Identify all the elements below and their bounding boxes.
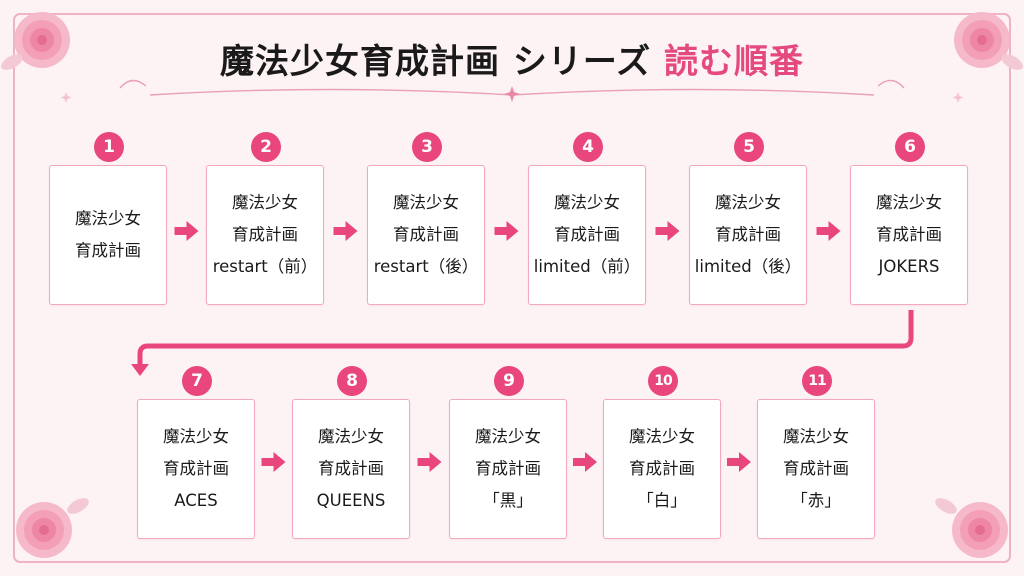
book-card: 魔法少女育成計画「白」 (603, 399, 721, 539)
book-title-line: QUEENS (316, 491, 386, 510)
arrow-icon (816, 221, 841, 241)
step-3: 3 魔法少女育成計画 restart（後） (367, 132, 487, 305)
book-title-line: 魔法少女 (393, 193, 459, 212)
arrow-icon (333, 221, 358, 241)
arrow-icon (174, 221, 199, 241)
arrow-icon (494, 221, 519, 241)
book-title-line: 育成計画 (715, 225, 781, 244)
book-card: 魔法少女育成計画「赤」 (757, 399, 875, 539)
arrow-icon (573, 452, 597, 472)
book-title-line: 育成計画 (629, 459, 695, 478)
title-main: 魔法少女育成計画 シリーズ (220, 42, 652, 82)
book-title-line: 育成計画 (318, 459, 384, 478)
book-title-line: 魔法少女 (715, 193, 781, 212)
arrow-icon (727, 452, 751, 472)
book-card: 魔法少女育成計画 (49, 165, 167, 305)
book-title-line: ACES (174, 491, 218, 510)
book-title-line: 育成計画 (393, 225, 459, 244)
step-number-badge: 7 (182, 366, 212, 396)
step-number-badge: 4 (573, 132, 603, 162)
rose-icon (1, 12, 70, 70)
book-title-line: 「白」 (637, 491, 687, 510)
step-8: 8 魔法少女育成計画 QUEENS (292, 366, 412, 539)
step-number-badge: 6 (895, 132, 925, 162)
book-title-line: 魔法少女 (163, 427, 229, 446)
step-4: 4 魔法少女育成計画 limited（前） (528, 132, 648, 305)
step-number-badge: 9 (494, 366, 524, 396)
book-card: 魔法少女育成計画 restart（後） (367, 165, 485, 305)
arrow-icon (655, 221, 680, 241)
book-title-line: 育成計画 (475, 459, 541, 478)
book-card: 魔法少女育成計画「黒」 (449, 399, 567, 539)
arrow-icon (261, 452, 286, 472)
arrow-icon (174, 221, 841, 472)
step-number-badge: 1 (94, 132, 124, 162)
step-7: 7 魔法少女育成計画 ACES (137, 366, 257, 539)
step-number-badge: 11 (802, 366, 832, 396)
book-card: 魔法少女育成計画 ACES (137, 399, 255, 539)
book-card: 魔法少女育成計画 limited（前） (528, 165, 646, 305)
connector-arrow (137, 310, 914, 366)
book-title-line: restart（後） (373, 257, 479, 276)
book-card: 魔法少女育成計画 restart（前） (206, 165, 324, 305)
rose-icon (16, 498, 89, 558)
book-title-line: 魔法少女 (629, 427, 695, 446)
book-title-line: 魔法少女 (75, 209, 141, 228)
step-number-badge: 10 (648, 366, 678, 396)
step-number-badge: 3 (412, 132, 442, 162)
book-title-line: 育成計画 (876, 225, 942, 244)
book-card: 魔法少女育成計画 QUEENS (292, 399, 410, 539)
book-title-line: restart（前） (212, 257, 318, 276)
book-title-line: JOKERS (878, 257, 940, 276)
step-number-badge: 5 (734, 132, 764, 162)
book-title-line: 「黒」 (483, 491, 533, 510)
rose-icon (954, 12, 1023, 70)
step-number-badge: 8 (337, 366, 367, 396)
book-title-line: limited（後） (694, 257, 802, 276)
book-title-line: 育成計画 (554, 225, 620, 244)
step-2: 2 魔法少女育成計画 restart（前） (206, 132, 326, 305)
book-title-line: 魔法少女 (232, 193, 298, 212)
page-title: 魔法少女育成計画 シリーズ 読む順番 (0, 34, 1024, 83)
book-title-line: 「赤」 (791, 491, 841, 510)
title-accent: 読む順番 (663, 42, 804, 82)
book-title-line: 育成計画 (75, 241, 141, 260)
book-title-line: 魔法少女 (783, 427, 849, 446)
book-title-line: limited（前） (533, 257, 641, 276)
book-title-line: 魔法少女 (318, 427, 384, 446)
step-number-badge: 2 (251, 132, 281, 162)
book-card: 魔法少女育成計画 limited（後） (689, 165, 807, 305)
rose-icon (935, 498, 1008, 558)
step-5: 5 魔法少女育成計画 limited（後） (689, 132, 809, 305)
arrow-icon (417, 452, 442, 472)
book-card: 魔法少女育成計画 JOKERS (850, 165, 968, 305)
step-6: 6 魔法少女育成計画 JOKERS (850, 132, 970, 305)
book-title-line: 育成計画 (163, 459, 229, 478)
sparkle-icon (504, 86, 520, 102)
book-title-line: 育成計画 (783, 459, 849, 478)
book-title-line: 魔法少女 (554, 193, 620, 212)
book-title-line: 魔法少女 (876, 193, 942, 212)
book-title-line: 魔法少女 (475, 427, 541, 446)
book-title-line: 育成計画 (232, 225, 298, 244)
